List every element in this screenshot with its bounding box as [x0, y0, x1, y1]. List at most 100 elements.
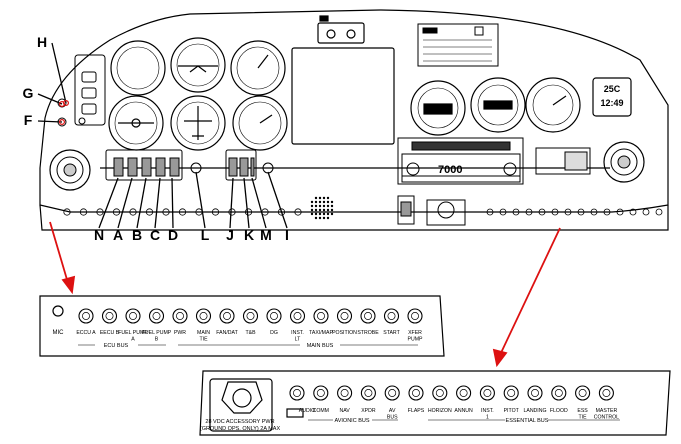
speaker-hole: [314, 196, 318, 200]
breaker-button[interactable]: [527, 385, 543, 401]
callout-leaders: [37, 42, 288, 229]
speaker-hole: [330, 208, 334, 212]
breaker-label: PITOT: [504, 408, 520, 414]
breaker-center: [412, 389, 420, 397]
breaker-button[interactable]: [503, 385, 519, 401]
callout-l: L: [201, 227, 210, 243]
dash-breaker: [79, 208, 88, 216]
breaker-label: EECU B: [100, 330, 120, 336]
dash-breaker: [603, 208, 611, 216]
breaker-button[interactable]: [148, 308, 165, 324]
breaker-button[interactable]: [313, 308, 329, 324]
breaker-label: FUEL PUMP: [118, 330, 148, 336]
speaker-hole: [318, 204, 322, 208]
breaker-label: TIE: [579, 415, 588, 421]
breaker-center: [411, 312, 419, 320]
breaker-button[interactable]: [384, 385, 400, 401]
breaker-button[interactable]: [78, 308, 94, 324]
leader-line: [154, 177, 161, 229]
dash-breaker: [590, 208, 598, 216]
dash-breaker: [499, 208, 507, 216]
callout-i: I: [285, 227, 289, 243]
callout-marker: [58, 100, 65, 107]
speaker-hole: [318, 196, 322, 200]
breaker-center: [364, 312, 372, 320]
breaker-label: MAIN: [197, 330, 210, 336]
speaker-hole: [314, 200, 318, 204]
breaker-button[interactable]: [125, 308, 141, 324]
breaker-button[interactable]: [219, 308, 235, 324]
breaker-button[interactable]: [289, 308, 306, 324]
right-knob: [603, 141, 645, 183]
breaker-label: LT: [295, 337, 301, 343]
instrument-panel: [39, 9, 669, 231]
breaker-button[interactable]: [360, 308, 376, 324]
switch-area: [57, 54, 106, 127]
breaker-button[interactable]: [172, 308, 188, 324]
dash-breaker: [629, 208, 637, 216]
breaker-label: BUS: [387, 415, 398, 421]
breaker-center: [364, 389, 373, 397]
breaker-button[interactable]: [101, 308, 118, 324]
breaker-label: FLOOD: [550, 408, 568, 414]
breaker-button[interactable]: [575, 385, 591, 401]
breaker-button[interactable]: [383, 308, 400, 324]
callout-n: N: [94, 227, 104, 243]
breaker-center: [554, 389, 563, 397]
breaker-button[interactable]: [432, 385, 448, 401]
breaker-button[interactable]: [598, 385, 614, 401]
breaker-button[interactable]: [242, 308, 259, 324]
leader-line: [171, 177, 174, 229]
left-knob: [49, 149, 91, 191]
breaker-center: [388, 389, 397, 397]
clock-readout: 12:49: [600, 98, 623, 108]
breaker-label: ESS: [577, 408, 588, 414]
breaker-center: [531, 389, 539, 397]
leader-line: [37, 120, 63, 123]
zoom-arrows: [49, 221, 561, 368]
breaker-button[interactable]: [551, 385, 567, 401]
breaker-button[interactable]: [313, 385, 329, 401]
avionics-stack: [397, 137, 524, 185]
dash-breaker: [129, 208, 137, 216]
callout-k: K: [244, 227, 254, 243]
breaker-center: [152, 312, 161, 320]
breaker-label: AV: [389, 408, 396, 414]
breaker-button[interactable]: [408, 385, 424, 401]
breaker-center: [316, 389, 325, 397]
speaker-hole: [314, 208, 318, 212]
left-breaker-panel: [39, 295, 445, 357]
transponder-code: 7000: [438, 164, 462, 176]
breaker-button[interactable]: [456, 385, 472, 401]
breaker-button[interactable]: [266, 308, 282, 324]
breaker-label: ECCU A: [76, 330, 96, 336]
breaker-center: [507, 389, 516, 397]
callout-g: G: [23, 85, 34, 101]
breaker-button[interactable]: [336, 308, 353, 324]
breaker-button[interactable]: [195, 308, 212, 324]
socket-caption-line2: (GROUND OPS. ONLY) 2A MAX: [200, 426, 281, 432]
breaker-center: [340, 312, 349, 320]
dash-breaker: [564, 208, 572, 216]
breaker-label: HORIZON: [428, 408, 452, 414]
socket-caption-line1: 28 VDC ACCESSORY PWR: [205, 419, 274, 425]
dash-breaker: [277, 208, 286, 216]
speaker-hole: [330, 212, 334, 216]
breaker-label: 1: [486, 415, 489, 421]
breaker-center: [435, 389, 444, 397]
speaker-hole: [322, 200, 326, 204]
breaker-button[interactable]: [407, 308, 423, 324]
breaker-button[interactable]: [337, 385, 353, 401]
dash-breaker: [655, 208, 663, 216]
dash-breaker: [162, 208, 170, 216]
callout-f: F: [24, 112, 33, 128]
breaker-button[interactable]: [479, 385, 495, 401]
breaker-label: TIE: [199, 337, 208, 343]
breaker-button[interactable]: [289, 385, 305, 401]
center-display: [291, 15, 395, 145]
breaker-button[interactable]: [360, 385, 376, 401]
speaker-hole: [322, 204, 326, 208]
speaker-hole: [326, 208, 330, 212]
